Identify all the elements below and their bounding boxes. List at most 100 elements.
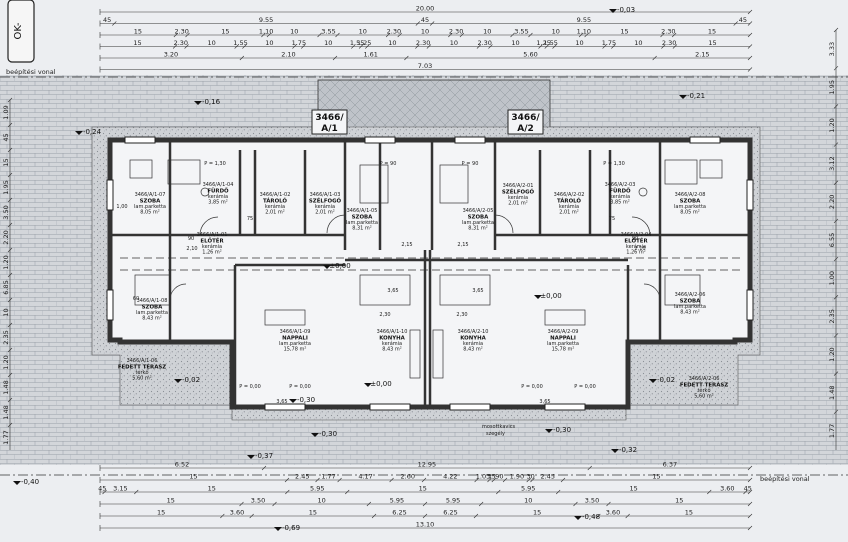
room-finish: kerámia [202, 243, 222, 250]
elevation-value: -0,02 [657, 376, 675, 384]
dimension-value: 15 [533, 509, 541, 517]
dimension-value: 5.60 [523, 51, 537, 59]
dimension-lines-right: 3.331.951.203.122.206.551.002.351.201.48… [828, 27, 839, 450]
unit-label-a1-line2: A/1 [321, 124, 338, 134]
interior-dimension: 90 [632, 236, 638, 242]
room-id: 3466/A/1-07 [135, 192, 166, 198]
dimension-value: 20.00 [416, 5, 435, 13]
elevation-marker [323, 265, 331, 269]
parapet-label: P = 1,30 [603, 161, 625, 167]
parapet-label: P = 0,00 [289, 384, 311, 390]
dimension-value: 15 [419, 485, 427, 493]
room-finish: lam.parketta [279, 341, 311, 347]
dimension-value: 15 [630, 485, 638, 493]
room-finish: lam.parketta [136, 310, 168, 316]
dimension-value: 2.30 [477, 39, 491, 47]
room-id: 3466/A/2-06 [689, 376, 720, 382]
dimension-value: 1.00 [828, 271, 836, 285]
dimension-lines-left: 1.0945151.953.502.201.206.85102.351.201.… [2, 97, 13, 450]
elevation-marker [274, 527, 282, 531]
dimension-value: 5.95 [521, 485, 535, 493]
parapet-label: P = 1,30 [204, 161, 226, 167]
dimension-value: 3.50 [251, 497, 265, 505]
dimension-value: 45 [739, 16, 747, 24]
interior-dimension: 3,65 [387, 288, 398, 294]
dimension-value: 15 [133, 39, 141, 47]
elevation-marks: -0,24-0,16-0,21-0,03-0,02-0,02-0,30-0,30… [13, 6, 705, 532]
room-area: 8,43 m² [142, 316, 162, 322]
windows [106, 136, 754, 411]
room-id: 3466/A/2-04 [621, 232, 652, 238]
dimension-value: 13.10 [416, 521, 435, 529]
dimension-value: 1.20 [2, 355, 10, 369]
dimension-value: 3.50 [2, 205, 10, 219]
dimension-value: 1.10 [577, 28, 591, 36]
interior-dimension: 2,10 [186, 246, 197, 252]
room-finish: kerámia [626, 243, 646, 250]
dimension-value: 35 [487, 473, 495, 481]
dimension-value: 3.15 [113, 485, 127, 493]
room-id: 3466/A/1-04 [203, 182, 234, 188]
room-finish: kerámia [208, 193, 228, 200]
dimension-value: 1.95 [2, 180, 10, 194]
interior-walls [110, 140, 750, 407]
elevation-marker [574, 516, 582, 520]
room-finish: kerámia [265, 203, 285, 210]
dimension-value: 3.50 [585, 497, 599, 505]
dimension-value: 2.30 [416, 39, 430, 47]
room-name: SZOBA [140, 199, 161, 205]
room-name: SZÉLFOGÓ [502, 188, 535, 196]
dimension-value: 10 [552, 28, 560, 36]
dimension-value: 45 [421, 16, 429, 24]
elevation-marker [247, 455, 255, 459]
room-name: TÁROLÓ [263, 198, 287, 205]
unit-label-a2: 3466/ A/2 [507, 109, 544, 135]
dimension-value: 2.45 [540, 473, 554, 481]
dimension-value: 9.55 [259, 16, 273, 24]
room-area: 8,05 m² [680, 210, 700, 216]
dimension-value: 45 [98, 485, 106, 493]
dimension-value: 1.10 [259, 28, 273, 36]
room-id: 3466/A/1-08 [137, 298, 168, 304]
dimension-value: 10 [265, 39, 273, 47]
elevation-marker [545, 429, 553, 433]
room-finish: kerámia [382, 340, 402, 347]
room-finish: lam.parketta [674, 204, 706, 210]
dimension-value: 1.61 [363, 51, 377, 59]
room-name: ELŐTÉR [624, 237, 648, 245]
elevation-marker [13, 481, 21, 485]
dimension-value: 10 [290, 28, 298, 36]
room-name: SZOBA [468, 215, 489, 221]
dimension-value: 1.75 [292, 39, 306, 47]
dimension-value: 2.45 [295, 473, 309, 481]
dimension-value: 6.25 [392, 509, 406, 517]
dimension-value: 90 [495, 473, 503, 481]
room-finish: lam.parketta [462, 220, 494, 226]
dimension-value: 15 [675, 497, 683, 505]
dimension-value: 1.75 [602, 39, 616, 47]
dimension-value: 2.60 [401, 473, 415, 481]
dimension-value: 2.30 [662, 39, 676, 47]
room-area: 8,43 m² [382, 347, 402, 353]
dimension-value: 15 [309, 509, 317, 517]
elevation-value: -0,02 [182, 376, 200, 384]
room-id: 3466/A/1-05 [347, 208, 378, 214]
dimension-value: 1.95 [828, 80, 836, 94]
interior-dimension: 2,15 [401, 242, 412, 248]
dimension-value: 10 [359, 28, 367, 36]
room-area: 15,78 m² [552, 347, 575, 353]
dimension-value: 6.52 [175, 461, 189, 469]
furniture [129, 159, 723, 379]
dimension-value: 15 [652, 473, 660, 481]
dimension-value: 15 [685, 509, 693, 517]
dimension-value: 1.90 [510, 473, 524, 481]
room-id: 3466/A/1-01 [197, 232, 228, 238]
